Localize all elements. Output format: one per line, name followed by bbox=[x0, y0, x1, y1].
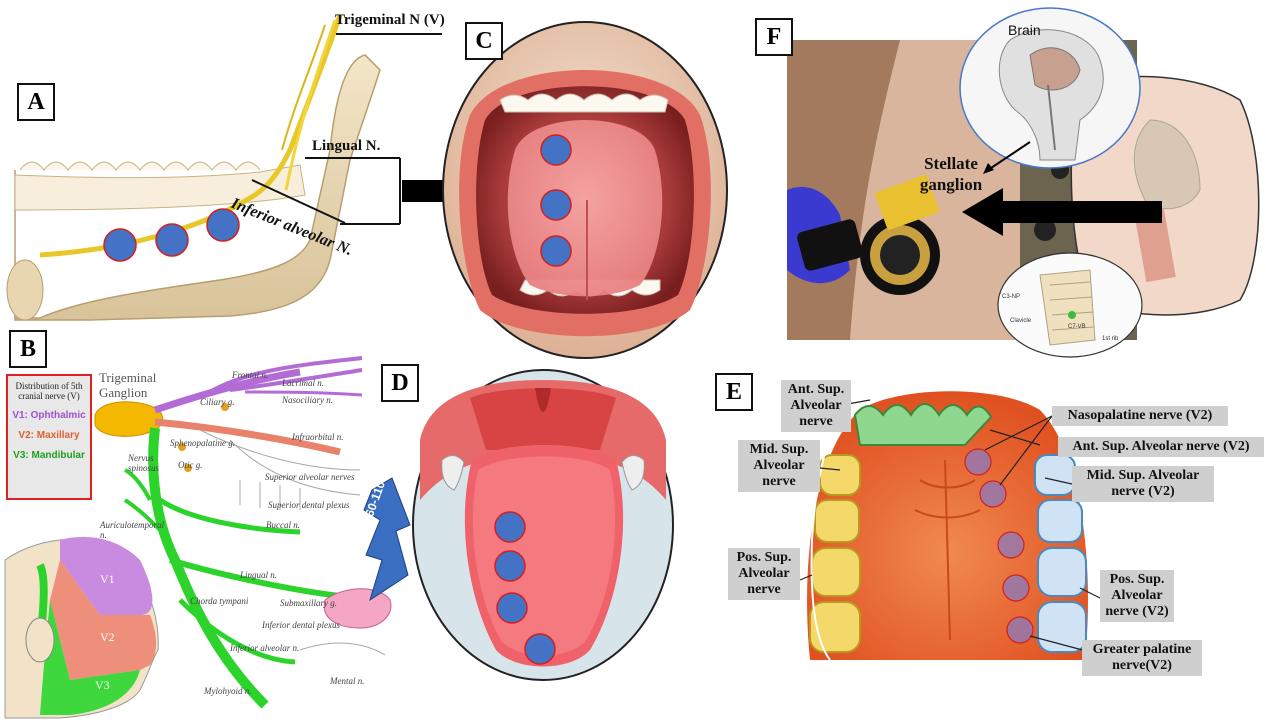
panel-label-b: B bbox=[9, 330, 47, 368]
panel-c-laser-spots bbox=[541, 135, 571, 266]
panel-f-spine-inset: C3-NP Clavicle C7-VB 1st rib bbox=[998, 253, 1142, 357]
nerve-label: Superior alveolar nerves bbox=[265, 472, 354, 482]
mid-sup-alveolar-right-label: Mid. Sup. Alveolar nerve (V2) bbox=[1072, 466, 1214, 502]
nerve-label: Frontal n. bbox=[232, 370, 268, 380]
panel-b-head bbox=[5, 537, 158, 718]
panel-label-d: D bbox=[381, 364, 419, 402]
nerve-label: Nervus spinosus bbox=[128, 453, 162, 473]
ant-sup-alveolar-left-label: Ant. Sup. Alveolar nerve bbox=[781, 380, 851, 432]
head-v2-label: V2 bbox=[100, 630, 115, 645]
nerve-label: Inferior dental plexus bbox=[262, 620, 340, 630]
head-v1-label: V1 bbox=[100, 572, 115, 587]
legend-v1: V1: Ophthalmic bbox=[8, 410, 90, 421]
panel-c-mouth bbox=[443, 22, 727, 358]
pos-sup-alveolar-left-label: Pos. Sup. Alveolar nerve bbox=[728, 548, 800, 600]
nerve-label: Sphenopalatine g. bbox=[170, 438, 235, 448]
panel-label-a: A bbox=[17, 83, 55, 121]
legend-v3: V3: Mandibular bbox=[8, 450, 90, 461]
panel-label-f: F bbox=[755, 18, 793, 56]
panel-f-brain-inset bbox=[960, 8, 1140, 168]
nerve-label: Buccal n. bbox=[266, 520, 300, 530]
pos-sup-alveolar-right-label: Pos. Sup. Alveolar nerve (V2) bbox=[1100, 570, 1174, 622]
head-v3-label: V3 bbox=[95, 678, 110, 693]
brain-label: Brain bbox=[1008, 22, 1041, 38]
nerve-label: Ciliary g. bbox=[200, 397, 235, 407]
legend-title: Distribution of 5th cranial nerve (V) bbox=[8, 381, 90, 401]
nerve-label: Nasociliary n. bbox=[282, 395, 333, 405]
nerve-label: Inferior alveolar n. bbox=[230, 643, 299, 653]
mid-sup-alveolar-left-label: Mid. Sup. Alveolar nerve bbox=[738, 440, 820, 492]
nerve-legend: Distribution of 5th cranial nerve (V) V1… bbox=[6, 374, 92, 500]
nerve-label: Auriculotemporal n. bbox=[100, 520, 156, 540]
nerve-label: Chorda tympani bbox=[190, 596, 248, 606]
greater-palatine-label: Greater palatine nerve(V2) bbox=[1082, 640, 1202, 676]
panel-a-laser-spots bbox=[104, 209, 239, 261]
ant-sup-alveolar-right-label: Ant. Sup. Alveolar nerve (V2) bbox=[1058, 437, 1264, 457]
nasopalatine-label: Nasopalatine nerve (V2) bbox=[1052, 406, 1228, 426]
nerve-label: Submaxillary g. bbox=[280, 598, 337, 608]
nerve-label: Infraorbital n. bbox=[292, 432, 344, 442]
nerve-label: Mylohyoid n. bbox=[204, 686, 252, 696]
svg-text:1st rib: 1st rib bbox=[1102, 336, 1119, 342]
nerve-label: Superior dental plexus bbox=[268, 500, 350, 510]
nerve-label: Lacrimal n. bbox=[282, 378, 324, 388]
panel-label-e: E bbox=[715, 373, 753, 411]
trigeminal-ganglion-label: Trigeminal Ganglion bbox=[99, 370, 163, 400]
panel-d-tongue bbox=[413, 370, 673, 680]
svg-text:Clavicle: Clavicle bbox=[1010, 318, 1032, 324]
trigeminal-label: Trigeminal N (V) bbox=[335, 12, 445, 29]
panel-label-c: C bbox=[465, 22, 503, 60]
panel-a-jaw bbox=[7, 15, 442, 320]
lingual-label: Lingual N. bbox=[312, 138, 380, 155]
nerve-label: Mental n. bbox=[330, 676, 365, 686]
svg-text:C7-VB: C7-VB bbox=[1068, 324, 1086, 330]
legend-v2: V2: Maxillary bbox=[8, 430, 90, 441]
nerve-label: Otic g. bbox=[178, 460, 203, 470]
svg-text:C3-NP: C3-NP bbox=[1002, 294, 1020, 300]
stellate-ganglion-label: Stellate ganglion bbox=[906, 153, 996, 195]
nerve-label: Lingual n. bbox=[240, 570, 277, 580]
